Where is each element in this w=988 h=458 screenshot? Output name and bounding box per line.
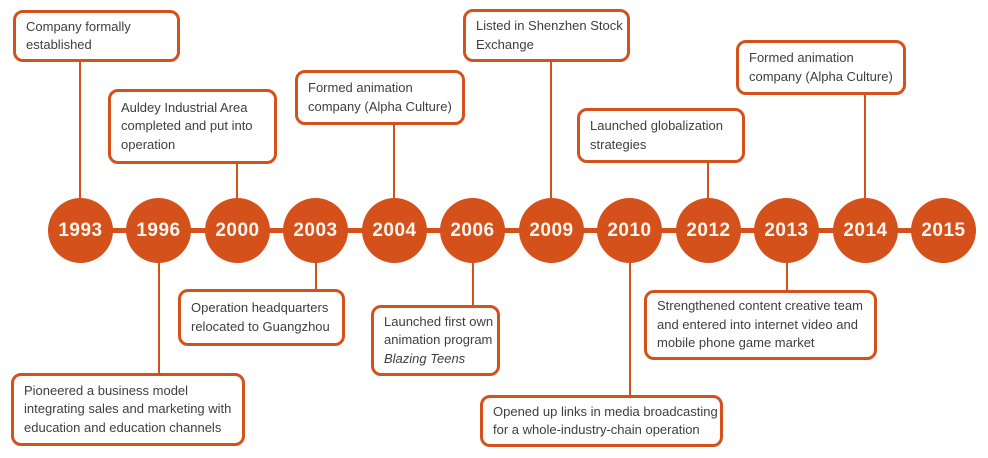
- year-node-1993: 1993: [48, 198, 113, 263]
- year-node-2015: 2015: [911, 198, 976, 263]
- event-text: Formed animation: [749, 50, 854, 66]
- connector-2012: [707, 161, 709, 200]
- connector-2013: [786, 262, 788, 292]
- year-node-2013: 2013: [754, 198, 819, 263]
- event-text: Opened up links in media broadcasting: [493, 403, 718, 419]
- event-box-2009: Listed in Shenzhen Stock Exchange: [463, 9, 630, 62]
- event-box-2003: Operation headquarters relocated to Guan…: [178, 289, 345, 346]
- event-text: company (Alpha Culture): [749, 68, 893, 84]
- event-text: Formed animation: [308, 80, 413, 96]
- event-text: and entered into internet video and: [657, 316, 858, 332]
- connector-1996: [158, 262, 160, 375]
- event-box-2012: Launched globalization strategies: [577, 108, 745, 163]
- event-text: integrating sales and marketing with: [24, 401, 232, 417]
- event-text-italic: Blazing Teens: [384, 350, 466, 366]
- connector-2004: [393, 123, 395, 200]
- event-box-2010: Opened up links in media broadcasting fo…: [480, 395, 723, 447]
- connector-2006: [472, 262, 474, 307]
- event-box-2000: Auldey Industrial Area completed and put…: [108, 89, 277, 164]
- year-node-2004: 2004: [362, 198, 427, 263]
- year-node-1996: 1996: [126, 198, 191, 263]
- connector-1993: [79, 60, 81, 200]
- event-text: established: [26, 37, 92, 52]
- connector-2000: [236, 161, 238, 200]
- event-text: education and education channels: [24, 419, 222, 435]
- event-text: Listed in Shenzhen Stock: [476, 18, 623, 34]
- event-text: mobile phone game market: [657, 335, 815, 351]
- event-box-2014: Formed animation company (Alpha Culture): [736, 40, 906, 95]
- event-text: Launched first own: [384, 313, 494, 329]
- event-text: Launched globalization: [590, 118, 723, 134]
- event-text: Operation headquarters: [191, 300, 329, 316]
- year-node-2010: 2010: [597, 198, 662, 263]
- event-text: relocated to Guangzhou: [191, 318, 330, 334]
- event-text: Strengthened content creative team: [657, 298, 863, 314]
- event-text: Auldey Industrial Area: [121, 99, 248, 115]
- year-node-2006: 2006: [440, 198, 505, 263]
- year-node-2000: 2000: [205, 198, 270, 263]
- event-text: Exchange: [476, 36, 534, 52]
- event-text: for a whole-industry-chain operation: [493, 422, 700, 437]
- event-text: Pioneered a business model: [24, 382, 189, 398]
- year-node-2003: 2003: [283, 198, 348, 263]
- year-node-2012: 2012: [676, 198, 741, 263]
- timeline-axis: [80, 228, 944, 233]
- connector-2009: [550, 60, 552, 200]
- connector-2014: [864, 93, 866, 200]
- event-box-1993: Company formally established: [13, 10, 180, 62]
- event-text: animation program: [384, 332, 493, 348]
- event-text: operation: [121, 136, 176, 152]
- event-text: strategies: [590, 136, 647, 152]
- event-text: company (Alpha Culture): [308, 98, 452, 114]
- connector-2003: [315, 262, 317, 292]
- year-node-2014: 2014: [833, 198, 898, 263]
- event-box-1996: Pioneered a business model integrating s…: [11, 373, 245, 446]
- event-text: Company formally: [26, 18, 131, 34]
- event-box-2013: Strengthened content creative team and e…: [644, 290, 877, 360]
- event-box-2006: Launched first own animation program Bla…: [371, 305, 500, 376]
- year-node-2009: 2009: [519, 198, 584, 263]
- event-text: completed and put into: [121, 118, 253, 134]
- connector-2010: [629, 262, 631, 397]
- event-box-2004: Formed animation company (Alpha Culture): [295, 70, 465, 125]
